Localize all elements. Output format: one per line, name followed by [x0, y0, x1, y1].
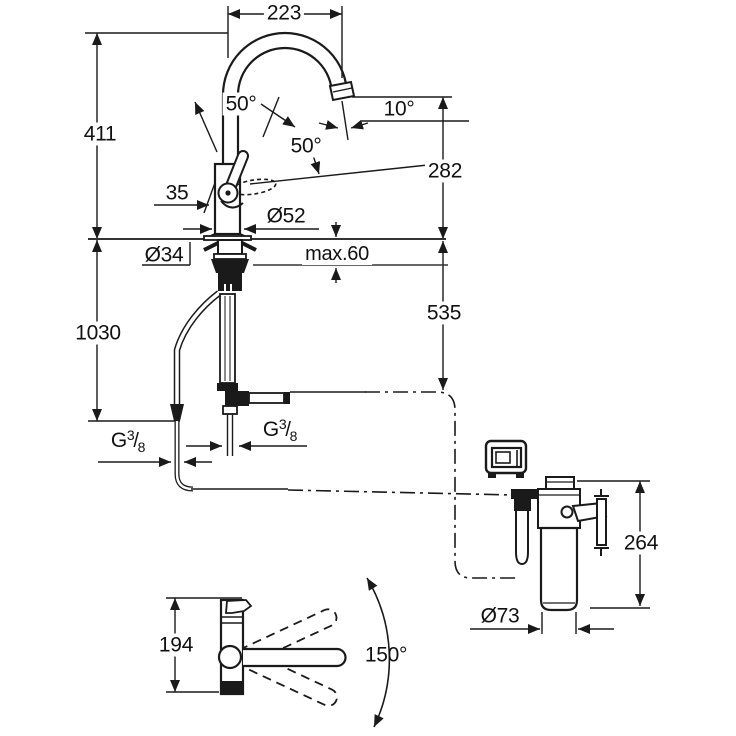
label-counter-thickness: max.60: [302, 243, 372, 265]
faucet-base: [203, 233, 252, 241]
side-spout: [243, 647, 347, 668]
inlet-elbow: [511, 489, 538, 499]
label-filter-height: 264: [620, 531, 662, 555]
label-side-view-height: 194: [155, 633, 197, 657]
dim-dia34: [142, 242, 191, 266]
label-handle-angle-side: 50°: [287, 134, 325, 158]
label-spout-reach: 223: [263, 1, 305, 25]
label-hole-diameter: Ø34: [144, 243, 184, 267]
label-outlet-height: 282: [424, 159, 466, 183]
dim-angle50-lower: [249, 151, 438, 185]
label-filter-diameter: Ø73: [480, 604, 520, 628]
label-body-diameter: Ø52: [266, 204, 306, 228]
label-hose-length: 1030: [72, 321, 124, 345]
label-under-counter: 535: [423, 301, 465, 325]
under-counter-assembly: [170, 239, 290, 492]
label-swivel-angle: 150°: [364, 643, 408, 667]
mounting-nut: [211, 259, 249, 273]
label-height-above: 411: [80, 122, 120, 146]
tee-fitting: [225, 391, 249, 406]
dim-angle50-upper: [194, 96, 296, 153]
counter-lines: [88, 238, 448, 266]
label-handle-angle-open: 50°: [222, 92, 260, 116]
shank: [217, 239, 243, 255]
filter-cap: [545, 476, 575, 490]
faucet-handle-alt: [231, 178, 277, 196]
filter-cartridge: [539, 526, 579, 612]
spout-aerator: [328, 80, 356, 102]
faucet-side-view: [217, 598, 347, 707]
label-outlet-angle: 10°: [383, 97, 415, 121]
dimension-lines: [85, 6, 650, 728]
spout-position-down: [239, 649, 338, 707]
filter-unit: [511, 476, 609, 612]
supply-hose-left: [170, 290, 221, 492]
spout-outer-arc: [221, 31, 349, 96]
faucet-front-view: [203, 31, 356, 241]
hose-routing: [191, 391, 519, 579]
label-thread-left: G3/8: [110, 427, 146, 455]
faucet-handle: [220, 150, 249, 209]
side-pivot: [217, 644, 243, 670]
dim-angle10: [318, 100, 469, 141]
label-handle-offset: 35: [165, 181, 189, 205]
dim-angle150: [366, 577, 391, 728]
wall-bracket: [596, 498, 607, 546]
side-lever: [225, 599, 253, 614]
control-box-icon: [484, 439, 528, 478]
filter-hose-center: [217, 293, 290, 456]
label-thread-right: G3/8: [262, 416, 298, 444]
spout-inner-arc: [236, 46, 334, 96]
spout-position-up: [238, 608, 338, 667]
dim-dia73: [470, 612, 614, 634]
